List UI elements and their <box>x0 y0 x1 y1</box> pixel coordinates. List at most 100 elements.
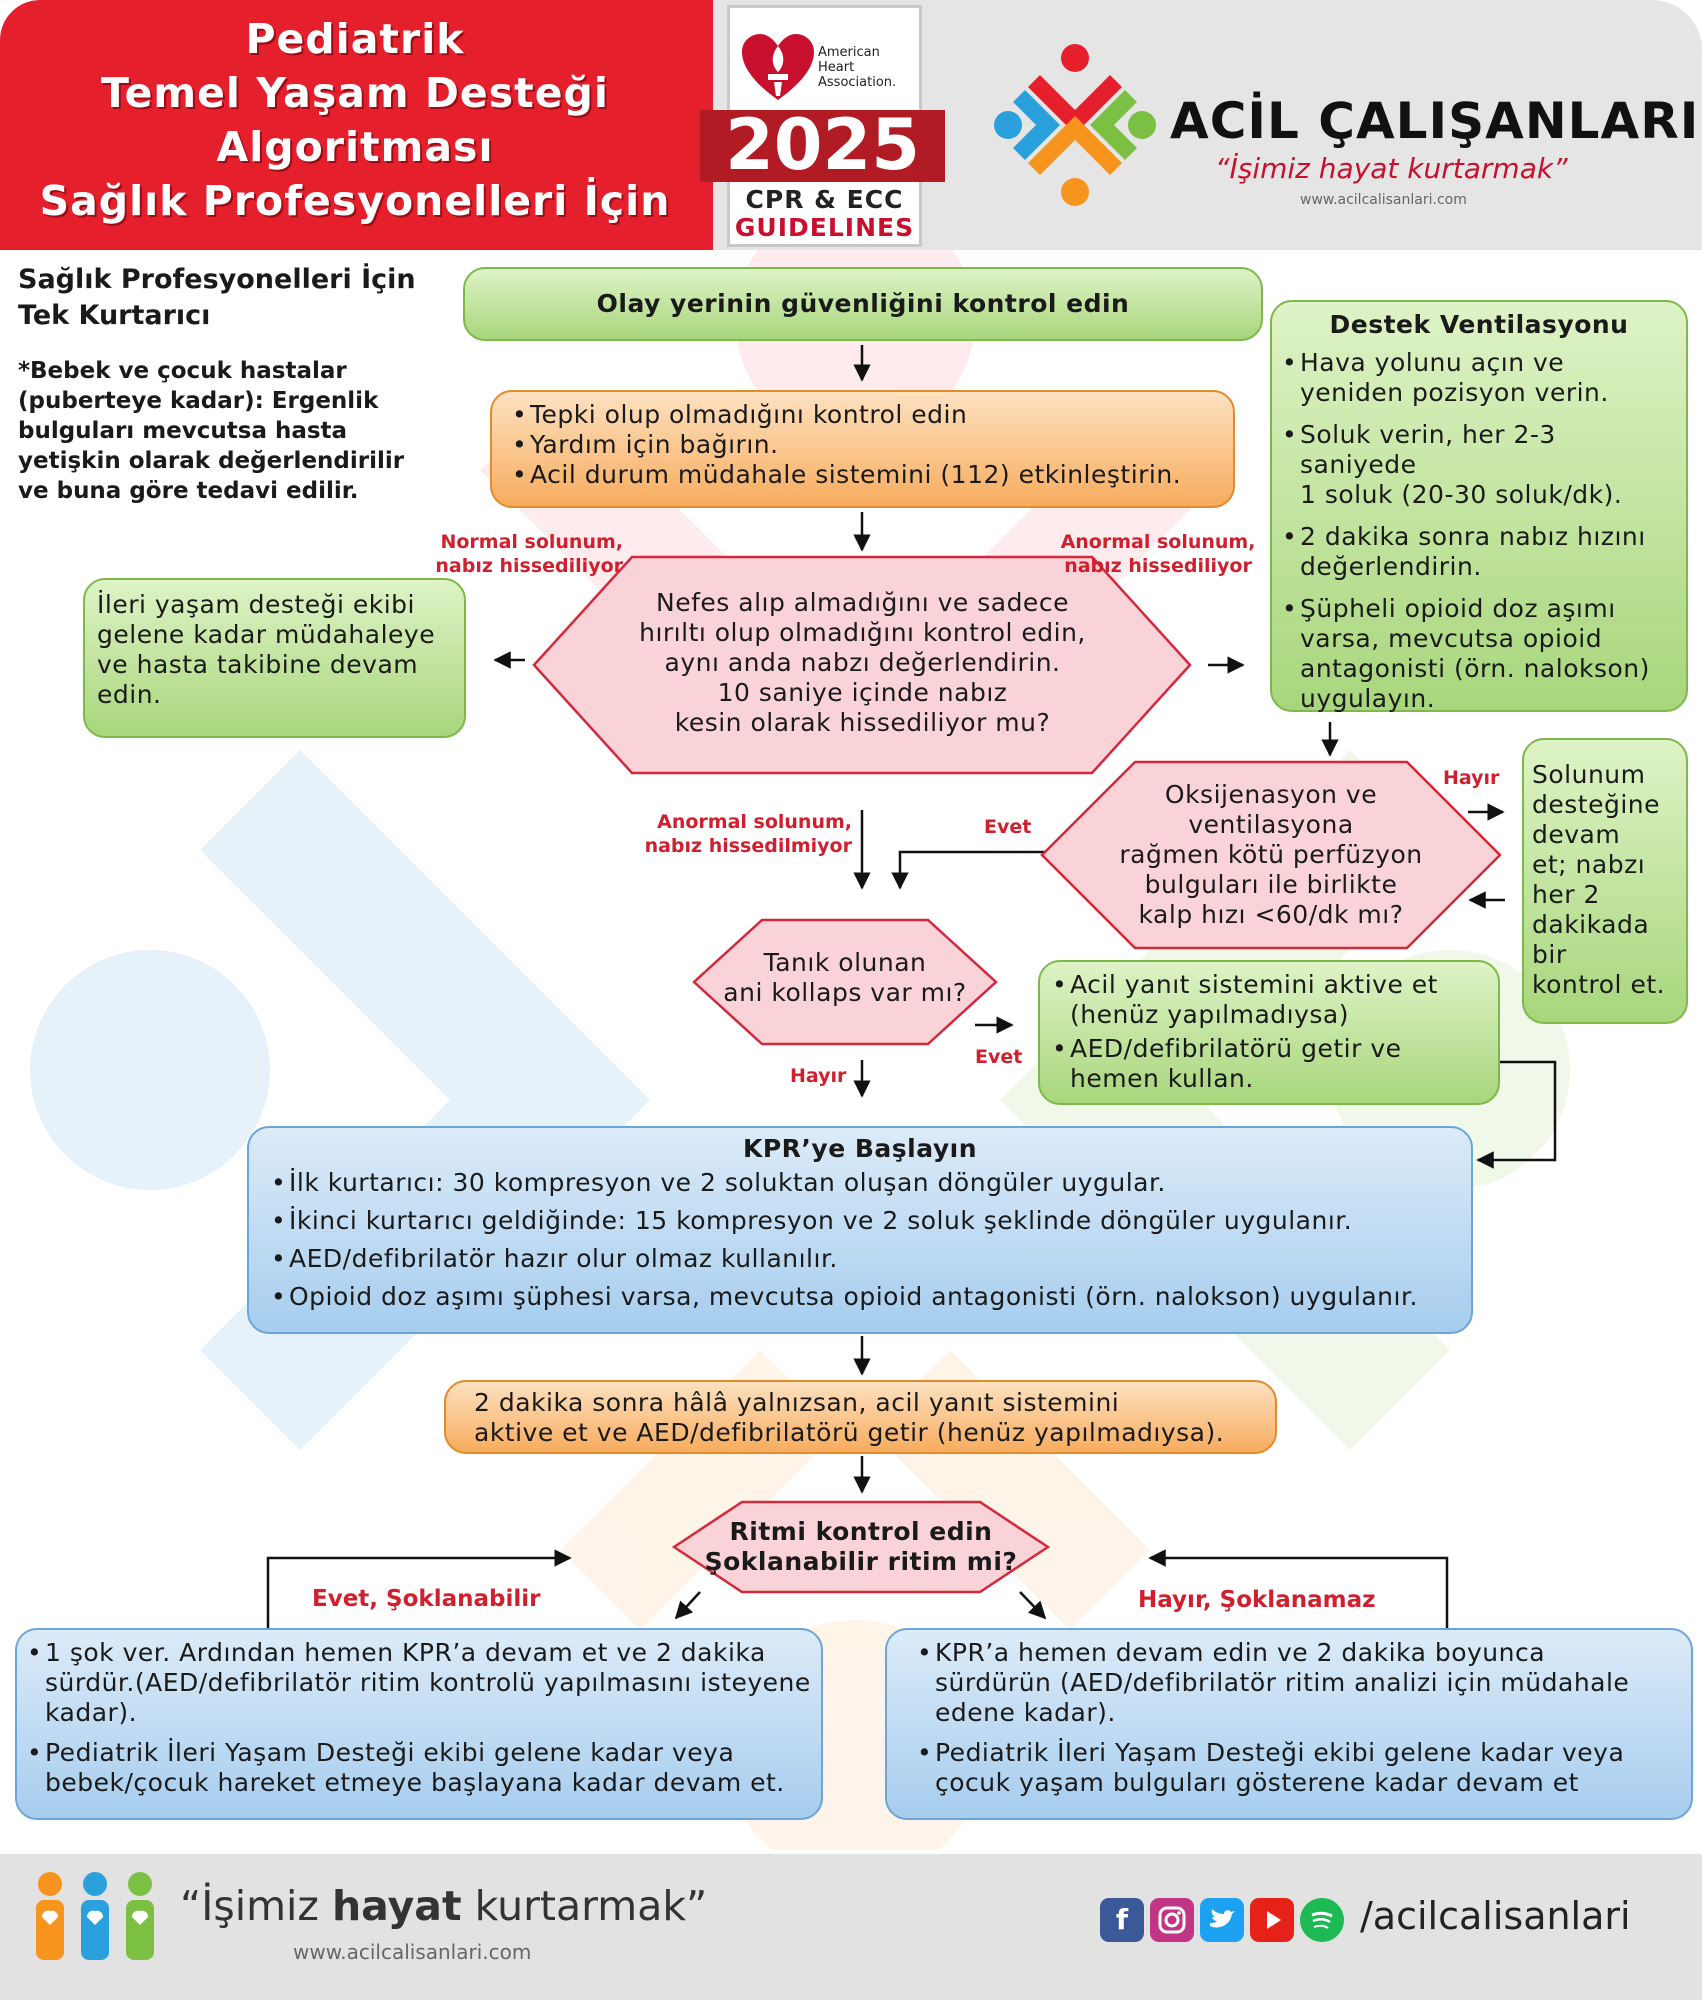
breath-check-hexagon <box>532 555 1192 775</box>
aha-org-line: Association. <box>818 75 897 90</box>
loop-non-shockable-back <box>1148 1549 1449 1628</box>
shockable-line: Pediatrik İleri Yaşam Desteği ekibi gele… <box>45 1738 735 1767</box>
footer-url[interactable]: www.acilcalisanlari.com <box>293 1940 532 1964</box>
footer <box>0 1854 1702 2000</box>
response-item: Yardım için bağırın. <box>512 430 1213 460</box>
intro-note-line: ve buna göre tedavi edilir. <box>18 478 359 504</box>
label-perfusion-no: Hayır <box>1443 767 1500 789</box>
footer-slogan-pre: “İşimiz <box>180 1882 332 1930</box>
sv-line: yeniden pozisyon verin. <box>1300 378 1609 407</box>
arrow-aed-to-cpr <box>1476 1060 1557 1169</box>
non-shockable-line: edene kadar). <box>935 1698 1116 1727</box>
continue-support-line: et; nabzı <box>1532 850 1646 879</box>
aha-year: 2025 <box>725 104 920 186</box>
spotify-icon[interactable] <box>1300 1898 1344 1942</box>
continue-support-line: bir <box>1532 940 1567 969</box>
label-line: Anormal solunum, <box>657 811 852 833</box>
header-red-panel <box>0 0 713 250</box>
shockable-item: Pediatrik İleri Yaşam Desteği ekibi gele… <box>27 1738 811 1798</box>
non-shockable-line: sürdürün (AED/defibrilatör ritim analizi… <box>935 1668 1630 1697</box>
perfusion-check-line: bulguları ile birlikte <box>1144 870 1398 899</box>
footer-slogan: “İşimiz hayat kurtarmak” <box>180 1882 707 1930</box>
aha-subtitle-cpr: CPR & ECC <box>745 185 904 214</box>
brand-slogan: “İşimiz hayat kurtarmak” <box>1215 152 1568 185</box>
footer-handle[interactable]: /acilcalisanlari <box>1360 1894 1631 1938</box>
loop-shockable-back <box>266 1549 572 1628</box>
perfusion-check-line: ventilasyona <box>1188 810 1354 839</box>
aha-subtitle-guidelines: GUIDELINES <box>734 213 915 242</box>
label-line: Normal solunum, <box>440 531 623 553</box>
intro-note-line: (puberteye kadar): Ergenlik <box>18 388 379 414</box>
cpr-item: Opioid doz aşımı şüphesi varsa, mevcutsa… <box>271 1278 1449 1316</box>
label-line: nabız hissediliyor <box>435 555 623 577</box>
footer-slogan-bold: hayat <box>331 1882 462 1930</box>
twitter-icon[interactable] <box>1200 1898 1244 1942</box>
breath-check-line: aynı anda nabzı değerlendirin. <box>664 648 1061 677</box>
title-line: Sağlık Profesyonelleri İçin <box>39 177 671 225</box>
collapse-check-hexagon <box>692 918 998 1046</box>
aha-heart-torch-icon <box>742 34 814 100</box>
intro-note-line: *Bebek ve çocuk hastalar <box>18 358 347 384</box>
cpr-item: AED/defibrilatör hazır olur olmaz kullan… <box>271 1240 1449 1278</box>
continue-support-box: Solunum desteğine devam et; nabzı her 2 … <box>1522 738 1688 1024</box>
aed-line: (henüz yapılmadıysa) <box>1070 1000 1349 1029</box>
facebook-icon[interactable]: f <box>1100 1898 1144 1942</box>
sv-line: antagonisti (örn. nalokson) <box>1300 654 1650 683</box>
sv-line: 1 soluk (20-30 soluk/dk). <box>1300 480 1623 509</box>
als-monitor-box: İleri yaşam desteği ekibi gelene kadar m… <box>83 578 466 738</box>
continue-support-line: dakikada <box>1532 910 1650 939</box>
arrow-perfusion-yes <box>891 850 1045 890</box>
label-collapse-yes: Evet <box>975 1046 1023 1068</box>
non-shockable-line: Pediatrik İleri Yaşam Desteği ekibi gele… <box>935 1738 1625 1767</box>
cpr-box: KPR’ye Başlayın İlk kurtarıcı: 30 kompre… <box>247 1126 1473 1334</box>
shockable-line: sürdür.(AED/defibrilatör ritim kontrolü … <box>45 1668 811 1697</box>
als-monitor-line: ve hasta takibine devam <box>97 650 419 679</box>
perfusion-check-line: Oksijenasyon ve <box>1164 780 1378 809</box>
page-title: Pediatrik Temel Yaşam Desteği Algoritmas… <box>20 12 690 228</box>
response-item: Acil durum müdahale sistemini (112) etki… <box>512 460 1213 490</box>
shockable-item: 1 şok ver. Ardından hemen KPR’a devam et… <box>27 1638 811 1728</box>
sv-line: uygulayın. <box>1300 684 1436 713</box>
collapse-check-text: Tanık olunan ani kollaps var mı? <box>722 948 968 1008</box>
two-minutes-line: aktive et ve AED/defibrilatörü getir (he… <box>474 1418 1225 1447</box>
aed-line: AED/defibrilatörü getir ve <box>1070 1034 1402 1063</box>
intro-note-line: yetişkin olarak değerlendirilir <box>18 448 405 474</box>
cpr-item: İkinci kurtarıcı geldiğinde: 15 kompresy… <box>271 1202 1449 1240</box>
breath-check-text: Nefes alıp almadığını ve sadece hırıltı … <box>600 588 1125 738</box>
shockable-line: bebek/çocuk hareket etmeye başlayana kad… <box>45 1768 785 1797</box>
breath-check-line: hırıltı olup olmadığını kontrol edin, <box>639 618 1086 647</box>
activate-aed-item: Acil yanıt sistemini aktive et(henüz yap… <box>1052 970 1486 1030</box>
support-ventilation-box: Destek Ventilasyonu Hava yolunu açın vey… <box>1270 300 1688 714</box>
sv-line: varsa, mevcutsa opioid <box>1300 624 1603 653</box>
footer-slogan-post: kurtarmak” <box>461 1882 708 1930</box>
header: Pediatrik Temel Yaşam Desteği Algoritmas… <box>0 0 1702 250</box>
sv-line: Soluk verin, her 2-3 saniyede <box>1300 420 1556 479</box>
response-check-box: Tepki olup olmadığını kontrol edin Yardı… <box>490 390 1235 508</box>
label-collapse-no: Hayır <box>790 1065 847 1087</box>
title-line: Algoritması <box>216 123 494 171</box>
label-shockable: Evet, Şoklanabilir <box>312 1586 541 1612</box>
label-normal-breathing: Normal solunum, nabız hissediliyor <box>433 530 623 578</box>
youtube-icon[interactable] <box>1250 1898 1294 1942</box>
support-ventilation-title: Destek Ventilasyonu <box>1329 310 1629 339</box>
non-shockable-line: çocuk yaşam bulguları gösterene kadar de… <box>935 1768 1579 1797</box>
continue-support-line: Solunum <box>1532 760 1646 789</box>
label-perfusion-yes: Evet <box>984 816 1032 838</box>
arrow-to-shockable <box>674 1591 701 1620</box>
aed-line: Acil yanıt sistemini aktive et <box>1070 970 1438 999</box>
shockable-line: 1 şok ver. Ardından hemen KPR’a devam et… <box>45 1638 766 1667</box>
cpr-title: KPR’ye Başlayın <box>742 1134 978 1163</box>
label-line: nabız hissedilmiyor <box>644 835 852 857</box>
instagram-icon[interactable] <box>1150 1898 1194 1942</box>
sv-line: 2 dakika sonra nabız hızını <box>1300 522 1646 551</box>
two-minutes-box: 2 dakika sonra hâlâ yalnızsan, acil yanı… <box>444 1380 1277 1454</box>
people-logo-icon <box>36 1872 154 1960</box>
collapse-check-line: Tanık olunan <box>763 948 927 977</box>
perfusion-check-line: rağmen kötü perfüzyon <box>1119 840 1423 869</box>
breath-check-line: 10 saniye içinde nabız <box>717 678 1008 707</box>
